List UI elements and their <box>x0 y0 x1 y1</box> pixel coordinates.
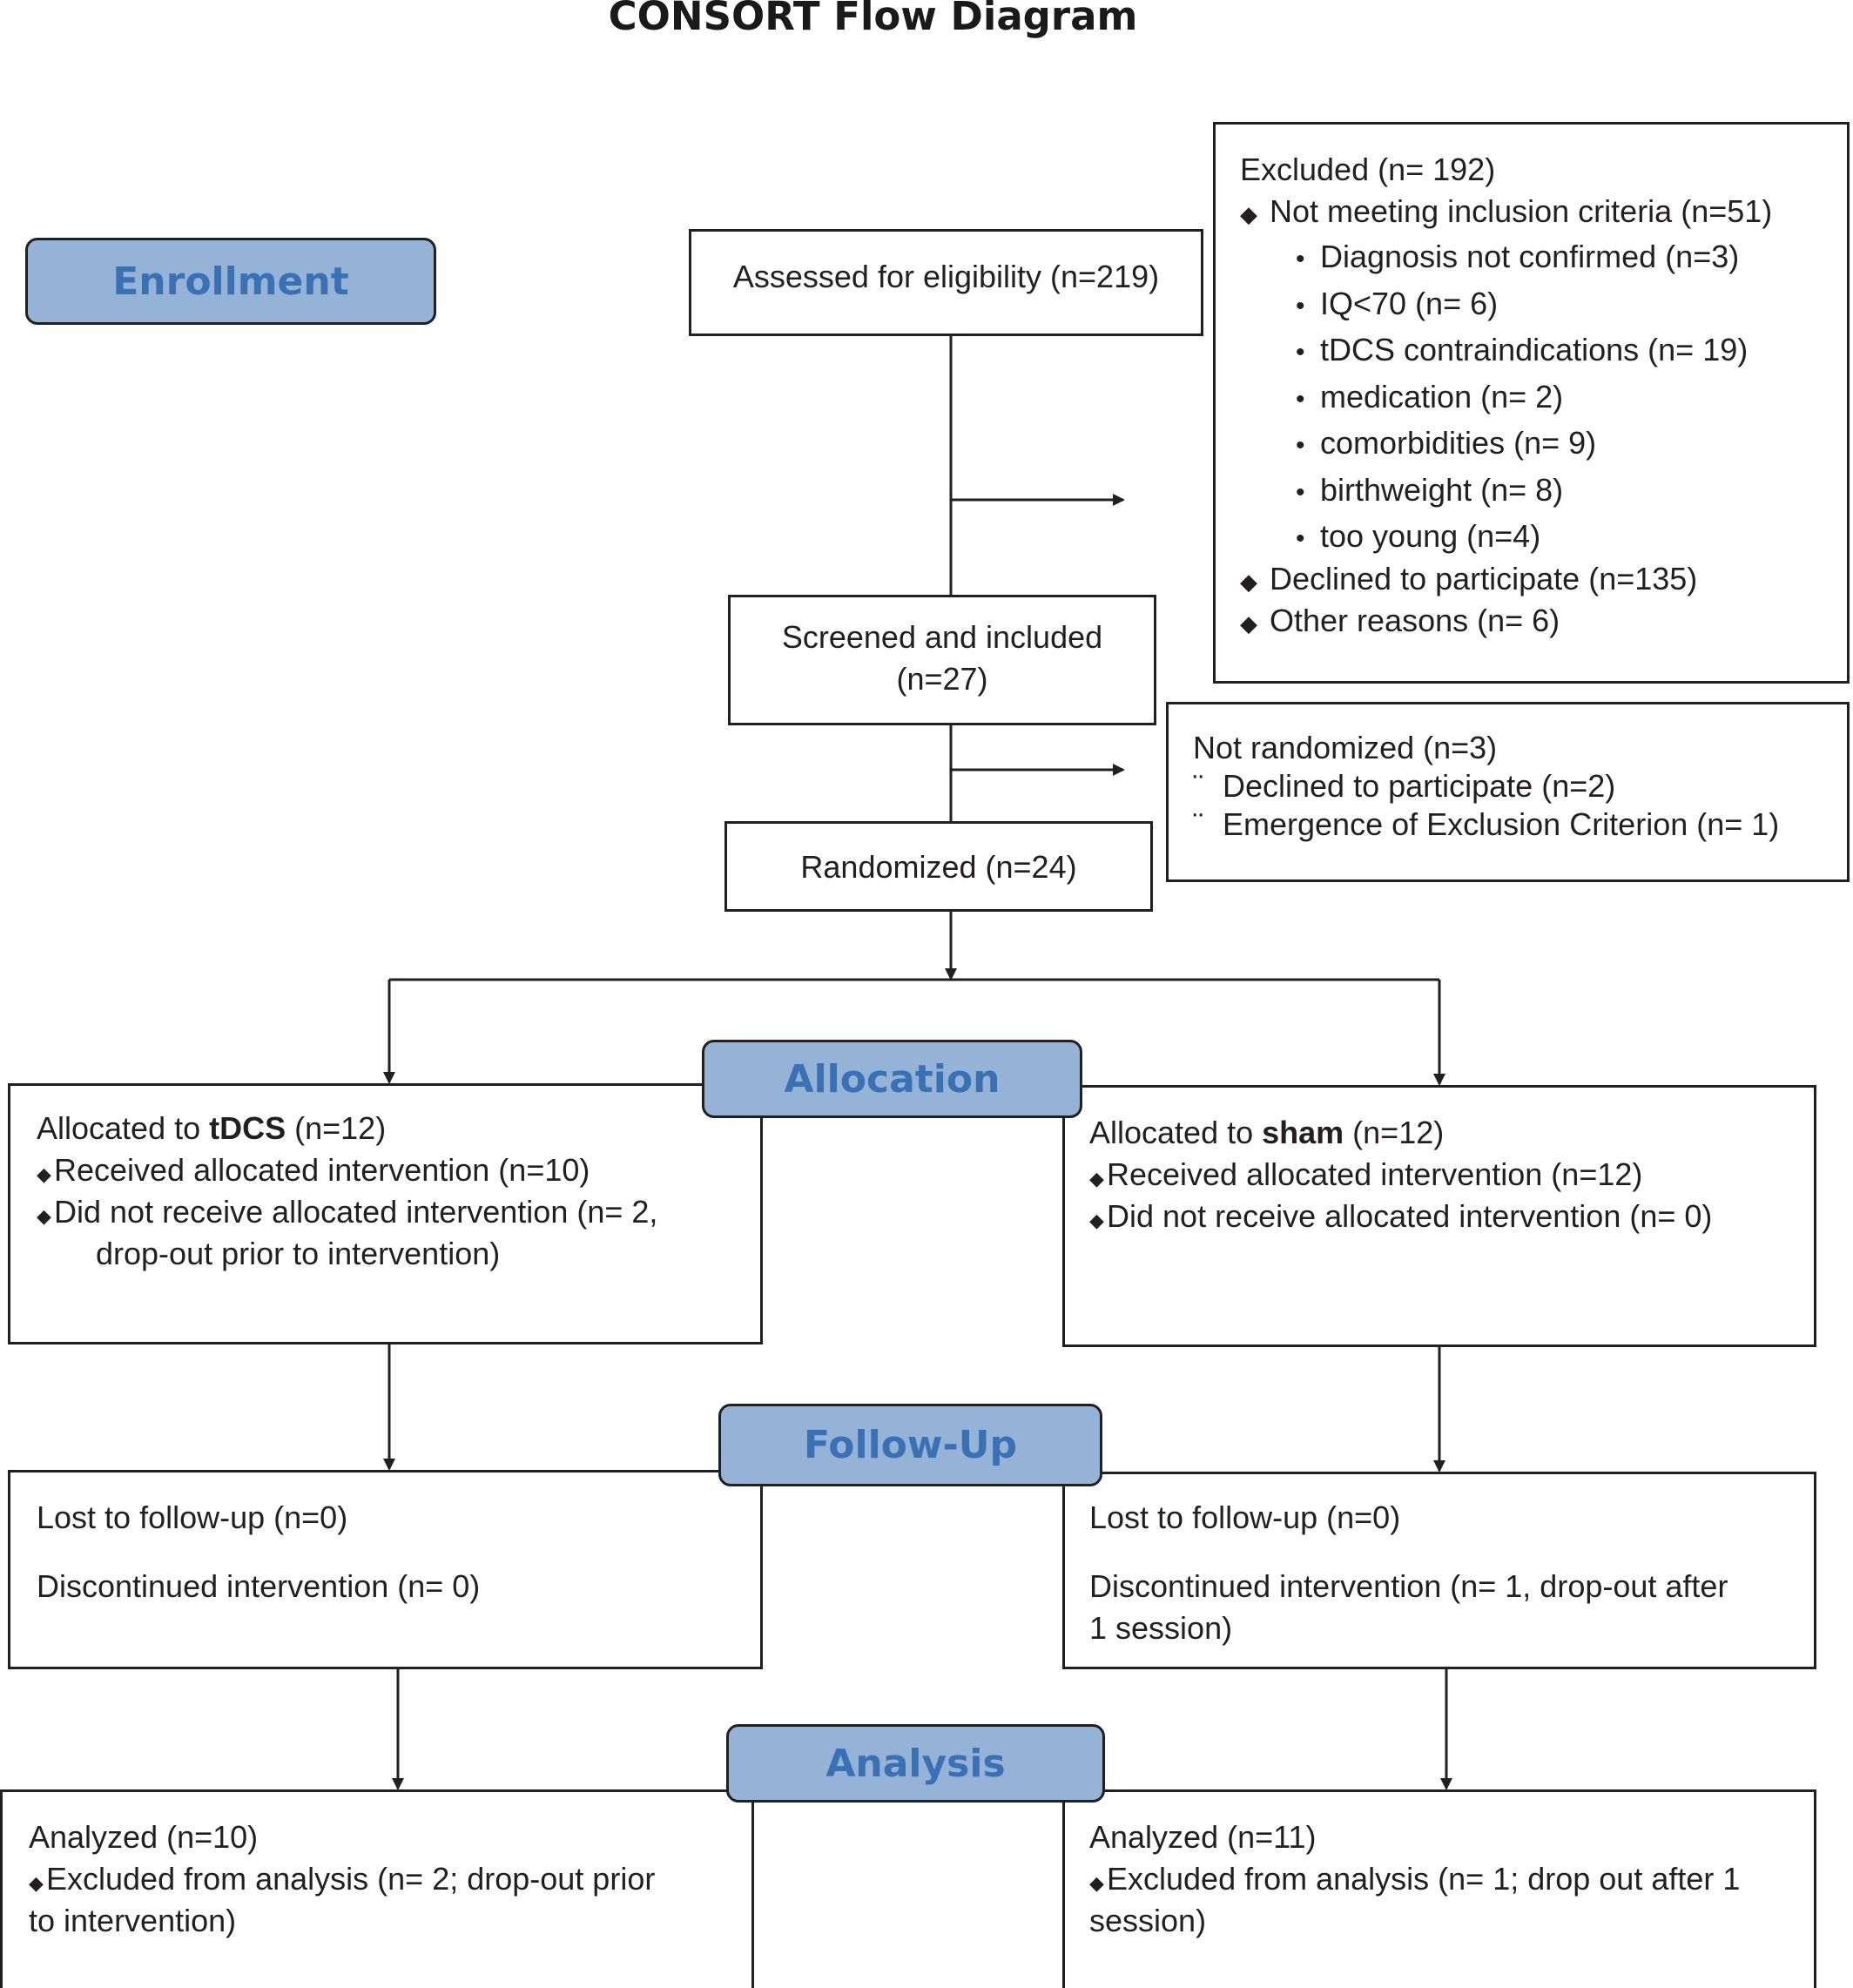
analysis-tdcs-analyzed: Analyzed (n=10) <box>29 1819 259 1855</box>
group-name: sham <box>1262 1115 1344 1150</box>
allocation-sham-box: Allocated to sham (n=12) ◆Received alloc… <box>1062 1085 1816 1347</box>
diamond-bullet-icon: ◆ <box>1089 1168 1104 1189</box>
declined-label: Declined to participate (n=135) <box>1270 561 1698 596</box>
followup-tdcs-box: Lost to follow-up (n=0) Discontinued int… <box>8 1470 763 1669</box>
allocation-sham-not-received: ◆Did not receive allocated intervention … <box>1089 1197 1712 1240</box>
dot-bullet-icon: • <box>1296 524 1305 553</box>
dot-bullet-icon: • <box>1296 431 1305 460</box>
followup-tdcs-discontinued: Discontinued intervention (n= 0) <box>37 1568 481 1604</box>
diamond-bullet-icon: ◆ <box>1240 610 1257 637</box>
not-received-label: Did not receive allocated intervention (… <box>54 1194 658 1230</box>
umlaut-bullet-icon: ¨ <box>1193 806 1203 842</box>
assessed-box: Assessed for eligibility (n=219) <box>689 229 1203 336</box>
followup-sham-discontinued: Discontinued intervention (n= 1, drop-ou… <box>1089 1568 1728 1604</box>
followup-tdcs-lost: Lost to follow-up (n=0) <box>37 1499 348 1535</box>
allocation-tdcs-heading: Allocated to tDCS (n=12) <box>37 1109 386 1148</box>
diamond-bullet-icon: ◆ <box>1240 569 1257 595</box>
not-received-label: Did not receive allocated intervention (… <box>1107 1198 1713 1234</box>
reason-label: IQ<70 (n= 6) <box>1320 286 1499 321</box>
reason-item: • birthweight (n= 8) <box>1296 471 1563 512</box>
analysis-tdcs-box: Analyzed (n=10) ◆Excluded from analysis … <box>0 1789 754 1988</box>
reason-item: • tDCS contraindications (n= 19) <box>1296 331 1748 372</box>
diamond-bullet-icon: ◆ <box>37 1205 51 1227</box>
excluded-label: Excluded from analysis (n= 1; drop out a… <box>1107 1861 1741 1897</box>
analysis-sham-excluded: ◆Excluded from analysis (n= 1; drop out … <box>1089 1860 1740 1903</box>
allocation-tdcs-not-received-cont: drop-out prior to intervention) <box>96 1236 501 1271</box>
dot-bullet-icon: • <box>1296 338 1305 367</box>
excluded-not-meeting: ◆ Not meeting inclusion criteria (n=51) <box>1240 192 1772 233</box>
diamond-bullet-icon: ◆ <box>29 1872 44 1894</box>
allocation-tdcs-received: ◆Received allocated intervention (n=10) <box>37 1151 590 1194</box>
assessed-text: Assessed for eligibility (n=219) <box>732 259 1160 294</box>
followup-sham-box: Lost to follow-up (n=0) Discontinued int… <box>1062 1472 1816 1669</box>
received-label: Received allocated intervention (n=12) <box>1107 1156 1643 1192</box>
analysis-sham-box: Analyzed (n=11) ◆Excluded from analysis … <box>1062 1789 1816 1988</box>
not-randomized-label: Emergence of Exclusion Criterion (n= 1) <box>1223 806 1780 842</box>
reason-item: • IQ<70 (n= 6) <box>1296 285 1498 326</box>
stage-enrollment: Enrollment <box>25 238 436 325</box>
screened-line-1: Screened and included <box>781 619 1103 655</box>
diagram-title: CONSORT Flow Diagram <box>608 0 1138 39</box>
reason-item: • Diagnosis not confirmed (n=3) <box>1296 238 1739 279</box>
reason-label: birthweight (n= 8) <box>1320 472 1564 508</box>
excluded-box: Excluded (n= 192) ◆ Not meeting inclusion… <box>1213 122 1850 684</box>
received-label: Received allocated intervention (n=10) <box>54 1152 590 1188</box>
reason-item: • medication (n= 2) <box>1296 378 1563 419</box>
allocation-count: (n=12) <box>286 1110 387 1146</box>
allocation-tdcs-not-received: ◆Did not receive allocated intervention … <box>37 1193 657 1236</box>
not-randomized-heading: Not randomized (n=3) <box>1193 730 1498 765</box>
followup-sham-discontinued-cont: 1 session) <box>1089 1610 1233 1646</box>
analysis-tdcs-excluded-cont: to intervention) <box>29 1903 237 1938</box>
excluded-other: ◆ Other reasons (n= 6) <box>1240 602 1560 643</box>
dot-bullet-icon: • <box>1296 385 1305 414</box>
analysis-tdcs-excluded: ◆Excluded from analysis (n= 2; drop-out … <box>29 1860 655 1903</box>
screened-line-2: (n=27) <box>896 661 988 697</box>
not-meeting-label: Not meeting inclusion criteria (n=51) <box>1270 193 1773 229</box>
not-randomized-label: Declined to participate (n=2) <box>1223 768 1616 804</box>
excluded-heading: Excluded (n= 192) <box>1240 152 1496 187</box>
reason-label: tDCS contraindications (n= 19) <box>1320 332 1749 367</box>
other-label: Other reasons (n= 6) <box>1270 603 1560 638</box>
excluded-declined: ◆ Declined to participate (n=135) <box>1240 560 1697 601</box>
allocation-prefix: Allocated to <box>1089 1115 1263 1150</box>
group-name: tDCS <box>209 1110 286 1146</box>
dot-bullet-icon: • <box>1296 245 1305 273</box>
reason-label: medication (n= 2) <box>1320 379 1564 414</box>
stage-analysis: Analysis <box>726 1724 1105 1803</box>
not-randomized-item: ¨ Emergence of Exclusion Criterion (n= 1) <box>1193 805 1779 844</box>
allocation-tdcs-box: Allocated to tDCS (n=12) ◆Received alloc… <box>8 1083 763 1344</box>
excluded-label: Excluded from analysis (n= 2; drop-out p… <box>46 1861 656 1897</box>
followup-sham-lost: Lost to follow-up (n=0) <box>1089 1499 1401 1535</box>
reason-item: • too young (n=4) <box>1296 517 1540 558</box>
analysis-sham-analyzed: Analyzed (n=11) <box>1089 1819 1317 1855</box>
diamond-bullet-icon: ◆ <box>37 1163 51 1185</box>
allocation-count: (n=12) <box>1344 1115 1445 1150</box>
stage-allocation: Allocation <box>702 1040 1082 1118</box>
allocation-prefix: Allocated to <box>37 1110 210 1146</box>
dot-bullet-icon: • <box>1296 292 1305 320</box>
umlaut-bullet-icon: ¨ <box>1193 768 1203 804</box>
dot-bullet-icon: • <box>1296 478 1305 507</box>
allocation-sham-received: ◆Received allocated intervention (n=12) <box>1089 1156 1642 1198</box>
reason-item: • comorbidities (n= 9) <box>1296 424 1596 465</box>
reason-label: Diagnosis not confirmed (n=3) <box>1320 239 1740 274</box>
not-randomized-box: Not randomized (n=3) ¨ Declined to partic… <box>1166 702 1850 882</box>
reason-label: too young (n=4) <box>1320 518 1541 554</box>
screened-box: Screened and included (n=27) <box>728 595 1156 725</box>
allocation-sham-heading: Allocated to sham (n=12) <box>1089 1114 1444 1152</box>
diamond-bullet-icon: ◆ <box>1240 201 1257 227</box>
reason-label: comorbidities (n= 9) <box>1320 425 1597 461</box>
diamond-bullet-icon: ◆ <box>1089 1872 1104 1894</box>
randomized-box: Randomized (n=24) <box>724 821 1153 912</box>
randomized-text: Randomized (n=24) <box>800 849 1077 885</box>
not-randomized-item: ¨ Declined to participate (n=2) <box>1193 767 1615 805</box>
analysis-sham-excluded-cont: session) <box>1089 1903 1207 1938</box>
diamond-bullet-icon: ◆ <box>1089 1210 1104 1231</box>
stage-follow-up: Follow-Up <box>718 1404 1102 1486</box>
